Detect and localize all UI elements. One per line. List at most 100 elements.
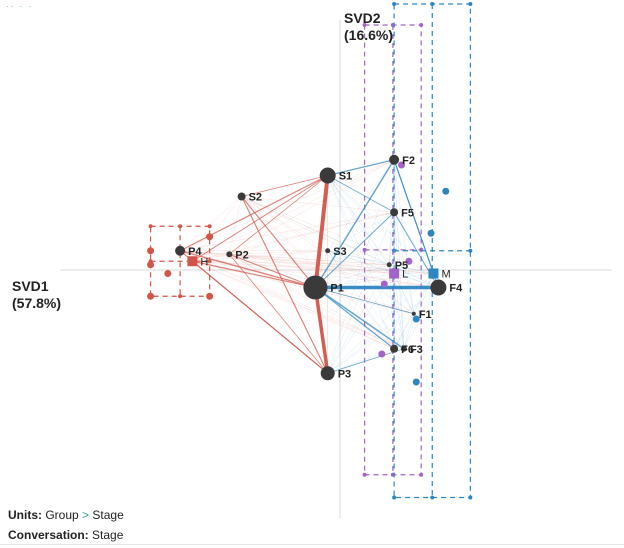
mesh-edge-S1-P5: [327, 175, 390, 265]
mesh-edge-S1-F4: [327, 175, 439, 288]
units-stage: Stage: [92, 508, 124, 522]
edge-S1-P4: [179, 174, 329, 252]
blue-unit-point-13: [412, 315, 420, 323]
network-edges: [179, 159, 441, 375]
edge-P1-P3: [313, 285, 330, 375]
mesh-edge-P1-P5: [315, 264, 390, 288]
red-unit-point-2: [164, 270, 172, 277]
mesh-edge-S3-F5: [327, 212, 395, 251]
edge-P1-H: [191, 260, 316, 289]
mesh-edge-S2-F5: [241, 196, 395, 213]
purple-unit-point-8: [378, 350, 386, 358]
red-interval-tick-2: [207, 224, 212, 229]
mesh-edge-P2-L: [229, 254, 395, 274]
mesh-edge-P4-F4: [180, 250, 439, 288]
node-f5: [390, 208, 399, 217]
x-axis-name: SVD1: [12, 278, 49, 294]
node-label-f5: F5: [401, 207, 414, 219]
node-label-s2: S2: [249, 192, 262, 204]
edge-P1-F6: [314, 286, 395, 350]
mesh-edge-S2-P4: [179, 196, 242, 251]
node-label-l: L: [402, 269, 408, 281]
mesh-edge-S3-F2: [327, 159, 395, 251]
mesh-edge-S3-M: [327, 250, 434, 274]
y-axis-title: SVD2 (16.6%): [344, 10, 393, 44]
x-axis-title: SVD1 (57.8%): [12, 278, 61, 312]
blue-interval-tick-1: [430, 2, 435, 6]
purple-interval-tick-5: [362, 472, 367, 477]
red-unit-point-3: [147, 261, 155, 269]
conversation-label: Conversation:: [8, 528, 89, 542]
mesh-edge-P5-F3: [389, 264, 405, 349]
mesh-edge-H-F3: [192, 261, 405, 349]
node-s2: [237, 192, 246, 201]
node-f6: [390, 344, 399, 353]
edge-P1-F1: [314, 287, 415, 315]
mesh-edge-S3-F1: [327, 250, 414, 314]
mesh-edge-F1-F3: [403, 313, 414, 349]
mesh-edge-F1-F6: [393, 313, 414, 349]
node-label-f2: F2: [402, 155, 415, 167]
mesh-edge-P2-P5: [229, 254, 390, 265]
edge-P3-F3: [327, 348, 405, 374]
red-interval-tick-1: [178, 224, 183, 229]
mesh-edge-P1-L: [315, 273, 395, 288]
red-centroid-h: [187, 256, 198, 267]
y-axis-name: SVD2: [344, 10, 381, 26]
mesh-edge-P4-P5: [180, 250, 390, 265]
mesh-edge-P2-M: [229, 254, 434, 274]
mesh-edge-S1-F3: [327, 175, 405, 349]
blue-unit-point-12: [412, 378, 420, 386]
mesh-edge-S2-S3: [241, 196, 328, 251]
mesh-edge-M-F1: [413, 273, 434, 314]
blue-centroid-m: [428, 268, 439, 279]
mesh-edge-S2-F3: [241, 196, 405, 349]
mesh-edge-S3-P2: [229, 250, 328, 255]
blue-interval-tick-0: [392, 2, 397, 6]
node-label-p3: P3: [338, 368, 351, 380]
red-unit-point-4: [147, 292, 155, 300]
mesh-edge-S2-L: [241, 196, 395, 274]
mesh-edge-P1-M: [315, 273, 434, 288]
mesh-edge-P4-F2: [180, 159, 395, 251]
mesh-edge-H-F5: [192, 212, 395, 262]
mesh-edge-P2-F2: [229, 159, 395, 255]
mesh-edge-P2-H: [192, 254, 230, 262]
mesh-edge-P2-F6: [229, 254, 395, 349]
edge-S2-P3: [241, 195, 329, 374]
node-label-p1: P1: [330, 283, 343, 295]
conversation-value: Stage: [92, 528, 124, 542]
conversation-legend: Conversation: Stage: [8, 528, 123, 542]
mesh-edge-P3-F5: [327, 212, 395, 374]
mesh-edge-P4-L: [180, 250, 395, 274]
mesh-edge-S1-F1: [327, 175, 414, 314]
edge-P1-S1: [313, 173, 330, 290]
node-p5: [386, 262, 392, 268]
mesh-edge-H-F1: [192, 261, 414, 314]
purple-centroid-l: [389, 268, 400, 279]
mesh-edge-S3-F3: [327, 250, 405, 349]
edge-P1-P2: [228, 253, 316, 288]
red-interval-tick-4: [207, 259, 212, 264]
node-p3: [320, 366, 335, 381]
red-interval-tick-0: [148, 224, 153, 229]
units-legend: Units: Group > Stage: [8, 508, 124, 522]
edge-S1-H: [191, 175, 329, 262]
mesh-edge-S3-P5: [327, 250, 390, 265]
blue-interval-tick-7: [468, 495, 473, 500]
node-label-s1: S1: [339, 171, 352, 183]
x-axis-percent: (57.8%): [12, 295, 62, 311]
mesh-edge-H-P5: [192, 261, 390, 265]
blue-interval-tick-2: [468, 2, 473, 6]
node-f4: [430, 279, 447, 296]
mesh-edge-S3-F4: [327, 250, 439, 288]
node-label-p4: P4: [188, 246, 202, 258]
network-nodes[interactable]: [175, 154, 447, 381]
node-p2: [226, 251, 233, 258]
mesh-edge-F4-F3: [403, 287, 439, 349]
node-s3: [325, 248, 331, 254]
node-label-p5: P5: [395, 260, 408, 272]
mesh-edge-L-F1: [393, 273, 414, 314]
